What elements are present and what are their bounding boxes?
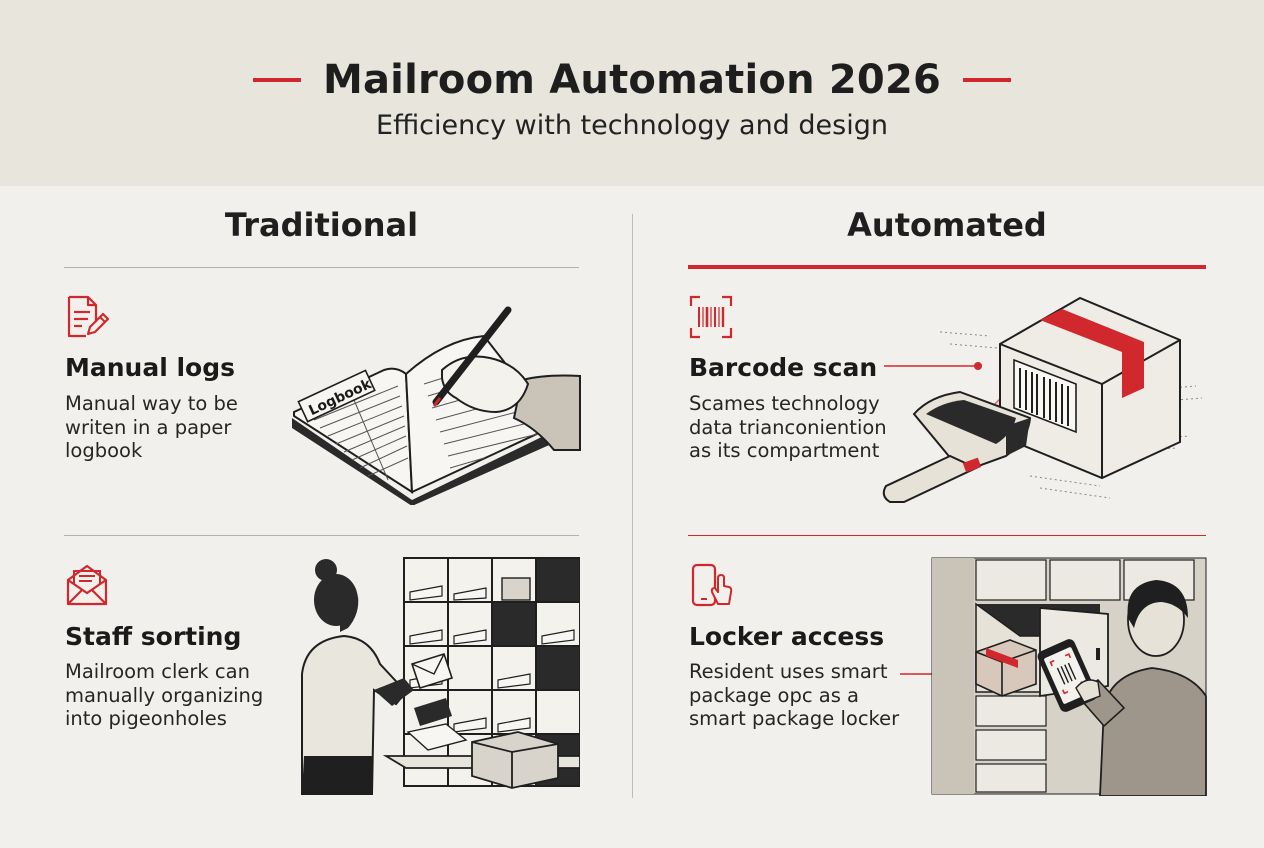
column-divider [632, 214, 633, 798]
feature-title-barcode-scan: Barcode scan [689, 353, 878, 382]
desc-line: into pigeonholes [65, 707, 227, 730]
traditional-heading-rule [64, 267, 579, 268]
desc-line: smart package locker [689, 707, 900, 730]
automated-heading-rule [688, 265, 1206, 269]
desc-line: as its compartment [689, 439, 880, 462]
desc-line: data trianconiention [689, 415, 887, 439]
barcode-icon [689, 295, 733, 339]
feature-title-manual-logs: Manual logs [65, 353, 236, 382]
feature-desc-manual-logs: Manual way to be writen in a paper logbo… [65, 392, 305, 463]
title-dash-left [252, 78, 301, 82]
page-title: Mailroom Automation 2026 [322, 57, 942, 103]
desc-line: Scames technology [689, 392, 880, 415]
desc-line: package opc as a [689, 683, 860, 707]
locker-access-illustration [900, 557, 1207, 796]
document-pen-icon [67, 295, 110, 338]
title-row: Mailroom Automation 2026 [0, 52, 1264, 108]
staff-sorting-illustration [301, 557, 580, 795]
desc-line: Manual way to be [65, 392, 238, 415]
column-heading-automated: Automated [847, 206, 1047, 244]
traditional-section-divider [64, 535, 579, 536]
feature-desc-barcode-scan: Scames technology data trianconiention a… [689, 392, 929, 463]
smartphone-tap-icon [691, 563, 733, 607]
desc-line: Resident uses smart [689, 660, 888, 683]
desc-line: writen in a paper [65, 415, 232, 439]
column-heading-traditional: Traditional [224, 206, 419, 244]
feature-desc-staff-sorting: Mailroom clerk can manually organizing i… [65, 660, 305, 731]
automated-section-divider [688, 535, 1206, 536]
title-dash-right [963, 78, 1012, 82]
logbook-writing-illustration: Logbook [292, 306, 581, 505]
barcode-scan-illustration [882, 296, 1203, 503]
page-subtitle: Efficiency with technology and design [376, 110, 888, 141]
feature-title-locker-access: Locker access [689, 622, 885, 651]
desc-line: logbook [65, 439, 143, 462]
feature-title-staff-sorting: Staff sorting [65, 622, 242, 651]
feature-desc-locker-access: Resident uses smart package opc as a sma… [689, 660, 929, 731]
header-band [0, 0, 1264, 186]
desc-line: manually organizing [65, 683, 264, 707]
envelope-icon [66, 564, 108, 606]
desc-line: Mailroom clerk can [65, 660, 250, 683]
